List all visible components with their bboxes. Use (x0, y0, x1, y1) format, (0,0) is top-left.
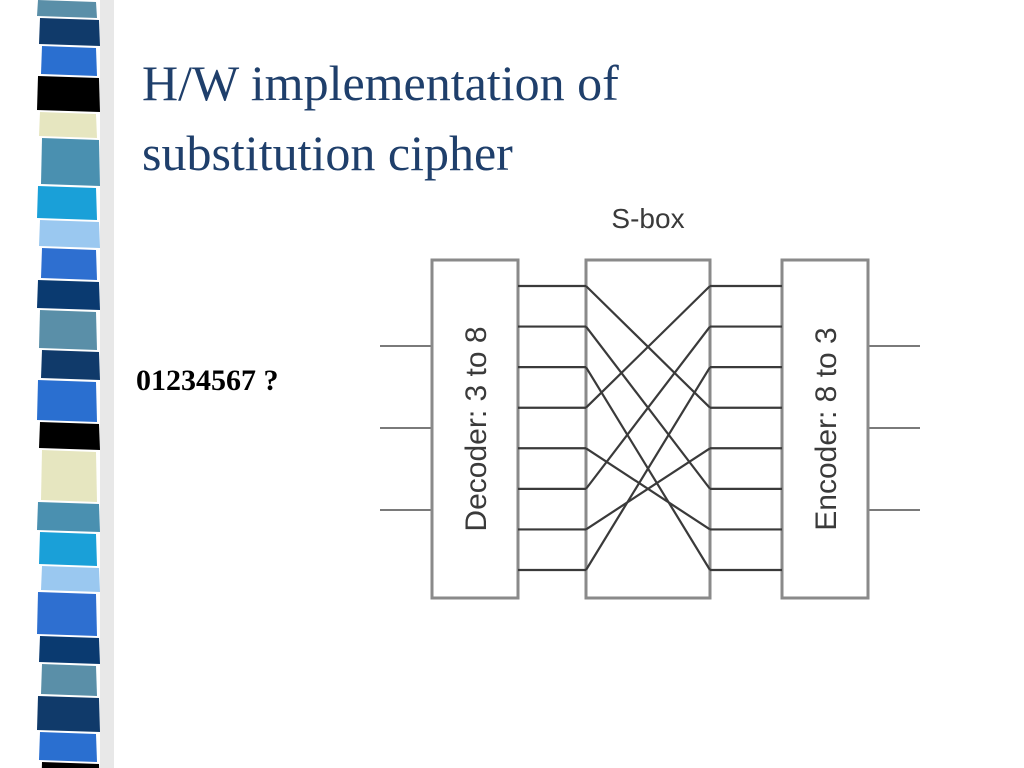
sbox-permutation-line (585, 447, 711, 531)
sbox-permutation-line (585, 366, 711, 571)
sbox-box (584, 258, 712, 600)
stripe-segment (39, 732, 97, 762)
stripe-segment (39, 636, 100, 664)
stripe-segment (41, 248, 97, 280)
sbox-permutation-line (585, 325, 711, 490)
encoder-label: Encoder: 8 to 3 (810, 327, 843, 530)
stripe-segment (39, 422, 100, 450)
decoder-box (430, 258, 520, 600)
decorative-stripe (0, 0, 130, 768)
stripe-shadow (100, 0, 114, 768)
stripe-segment (41, 762, 100, 768)
stripe-segment (41, 138, 100, 186)
stripe-segment (41, 566, 100, 592)
stripe-segment (37, 592, 97, 636)
encoder-box (780, 258, 870, 600)
stripe-segment (37, 0, 97, 18)
stripe-segment (39, 532, 97, 566)
stripe-segment (37, 502, 100, 532)
stripe-segment (39, 220, 100, 248)
stripe-segment (37, 280, 100, 310)
stripe-segment (37, 696, 100, 732)
stripe-segment (39, 310, 97, 350)
decoder-label: Decoder: 3 to 8 (460, 326, 493, 531)
stripe-segment (37, 186, 97, 220)
sbox-label: S-box (611, 203, 684, 234)
stripe-segment (41, 350, 100, 380)
slide-title-line-2: substitution cipher (142, 125, 513, 181)
stripe-segment (37, 380, 97, 422)
stripe-segment (39, 112, 97, 138)
stripe-segment (41, 664, 97, 696)
sbox-permutation-line (585, 285, 711, 409)
stripe-segment (41, 46, 97, 76)
question-text: 01234567 ? (136, 364, 279, 397)
stripe-segment (37, 76, 100, 112)
sbox-diagram: S-box Decoder: 3 to 8 Encoder: 8 to 3 (380, 203, 920, 600)
stripe-segment (41, 450, 97, 502)
slide-title-line-1: H/W implementation of (142, 55, 619, 111)
stripe-segment (39, 18, 100, 46)
